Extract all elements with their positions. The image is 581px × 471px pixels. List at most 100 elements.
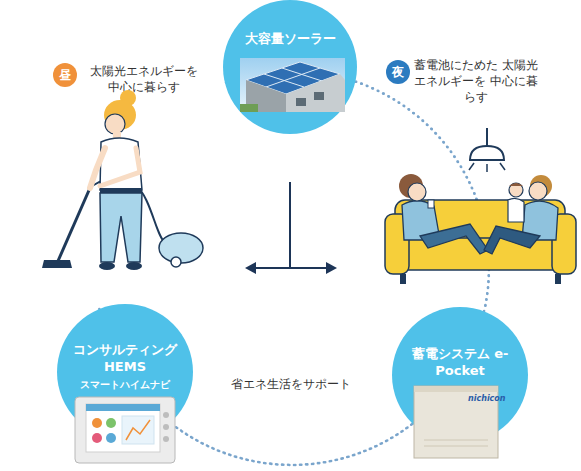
sofa-family-part xyxy=(420,224,488,254)
sofa-family-part xyxy=(484,226,540,254)
solar-photo-part xyxy=(240,58,345,112)
solar-photo-part xyxy=(246,80,286,112)
sofa-family-part xyxy=(428,200,434,208)
sofa-family-part xyxy=(509,183,523,197)
circle-fill xyxy=(386,60,410,84)
hems-device xyxy=(75,397,175,463)
storage-unit-part xyxy=(414,386,498,392)
sofa-family-part xyxy=(522,201,558,240)
hems-device-part xyxy=(86,404,160,411)
badge-description: 蓄電池にためた 太陽光エネルギーを 中心に暮らす xyxy=(414,57,538,106)
vacuuming-woman-part xyxy=(120,90,136,106)
hems-device-part xyxy=(92,418,102,428)
hems-device-part xyxy=(92,433,102,443)
sofa-family-part xyxy=(400,238,560,270)
vacuuming-woman-part xyxy=(159,233,203,263)
hems-device-part xyxy=(163,436,169,442)
sofa-family xyxy=(385,174,576,284)
circle-fill xyxy=(392,307,528,443)
hems-device-part xyxy=(163,424,169,430)
time-badge: 夜蓄電池にためた 太陽光エネルギーを 中心に暮らす xyxy=(386,60,410,84)
dotted-connector xyxy=(170,423,412,465)
circle-subtitle: スマートハイムナビ xyxy=(80,378,170,391)
solar-photo-part xyxy=(296,98,306,106)
sofa-family-part xyxy=(402,201,440,240)
hems-device-part xyxy=(106,418,116,428)
storage-unit-part xyxy=(414,386,498,458)
feature-circle: 蓄電システム e-Pocket xyxy=(392,307,528,443)
sofa-family-part xyxy=(530,175,552,197)
circle-outline xyxy=(223,0,357,134)
sofa-family-part xyxy=(509,183,523,186)
solar-photo-part xyxy=(286,74,345,112)
solar-photo-part xyxy=(246,62,340,94)
sofa-family-part xyxy=(508,198,524,222)
connector-label: 省エネ生活をサポート xyxy=(231,376,351,393)
vacuuming-woman-part xyxy=(100,193,142,262)
feature-circle: コンサルティング HEMS スマートハイムナビ xyxy=(57,304,193,440)
sofa-family-part xyxy=(552,214,576,274)
solar-photo-part xyxy=(266,68,320,87)
vacuuming-woman-part xyxy=(58,188,90,261)
sofa-family-part xyxy=(385,214,409,274)
solar-photo-part xyxy=(282,68,322,81)
ceiling-lamp-part xyxy=(486,128,488,146)
circle-title: 大容量ソーラー xyxy=(245,31,336,48)
vacuuming-woman-part xyxy=(42,260,72,268)
flow-arrow-part xyxy=(289,182,291,268)
hems-device-part xyxy=(122,416,154,444)
flow-arrow xyxy=(245,182,337,274)
ceiling-lamp-part xyxy=(500,163,505,170)
vacuuming-woman-part xyxy=(105,114,125,134)
solar-photo-part xyxy=(240,104,258,112)
flow-arrow-part xyxy=(326,262,337,274)
storage-unit xyxy=(414,386,498,458)
vacuuming-woman-part xyxy=(126,262,142,270)
circle-fill xyxy=(223,0,357,134)
vacuuming-woman-part xyxy=(92,177,166,244)
badge-description: 太陽光エネルギーを 中心に暮らす xyxy=(85,63,203,95)
ceiling-lamp-part xyxy=(469,163,474,170)
circle-text-group: コンサルティング HEMS スマートハイムナビ xyxy=(57,342,193,391)
circle-title: コンサルティング HEMS xyxy=(69,342,181,376)
sofa-family-part xyxy=(408,183,426,201)
circle-fill xyxy=(57,304,193,440)
circle-title: 蓄電システム e-Pocket xyxy=(410,346,510,380)
vacuuming-woman-part xyxy=(171,257,181,267)
hems-device-part xyxy=(106,433,116,443)
vacuuming-woman-part xyxy=(100,138,142,190)
ceiling-lamp-part xyxy=(470,146,504,160)
vacuuming-woman-part xyxy=(113,132,121,140)
feature-circle: 大容量ソーラー xyxy=(223,0,357,134)
flow-arrow-part xyxy=(253,267,329,269)
sofa-family-part xyxy=(399,174,423,198)
solar-photo xyxy=(240,58,345,112)
solar-photo-part xyxy=(264,74,304,87)
ceiling-lamp xyxy=(469,128,505,172)
circle-text-group: 蓄電システム e-Pocket xyxy=(392,346,528,380)
badge-letter: 昼 xyxy=(53,63,77,87)
sofa-family-part xyxy=(529,182,547,200)
storage-unit-part xyxy=(424,446,488,447)
storage-unit-part xyxy=(424,440,488,441)
flow-arrow-part xyxy=(245,262,256,274)
vacuuming-woman-part xyxy=(100,188,142,193)
dotted-connector xyxy=(356,82,489,311)
circle-fill xyxy=(53,63,77,87)
vacuuming-woman-part xyxy=(99,262,115,270)
circle-text-group: 大容量ソーラー xyxy=(223,31,357,48)
hems-device-part xyxy=(86,404,160,452)
vacuuming-woman-part xyxy=(104,100,136,130)
vacuuming-woman xyxy=(42,90,203,270)
hems-device-part xyxy=(126,420,150,440)
badge-letter: 夜 xyxy=(386,60,410,84)
sofa-family-part xyxy=(400,274,406,284)
vacuuming-woman-part xyxy=(90,148,105,188)
solar-photo-part xyxy=(314,92,324,100)
ceiling-lamp-part xyxy=(486,164,488,172)
vacuuming-woman-part xyxy=(100,148,140,186)
hems-device-part xyxy=(75,397,175,463)
hems-device-part xyxy=(163,412,169,418)
time-badge: 昼太陽光エネルギーを 中心に暮らす xyxy=(53,63,77,87)
